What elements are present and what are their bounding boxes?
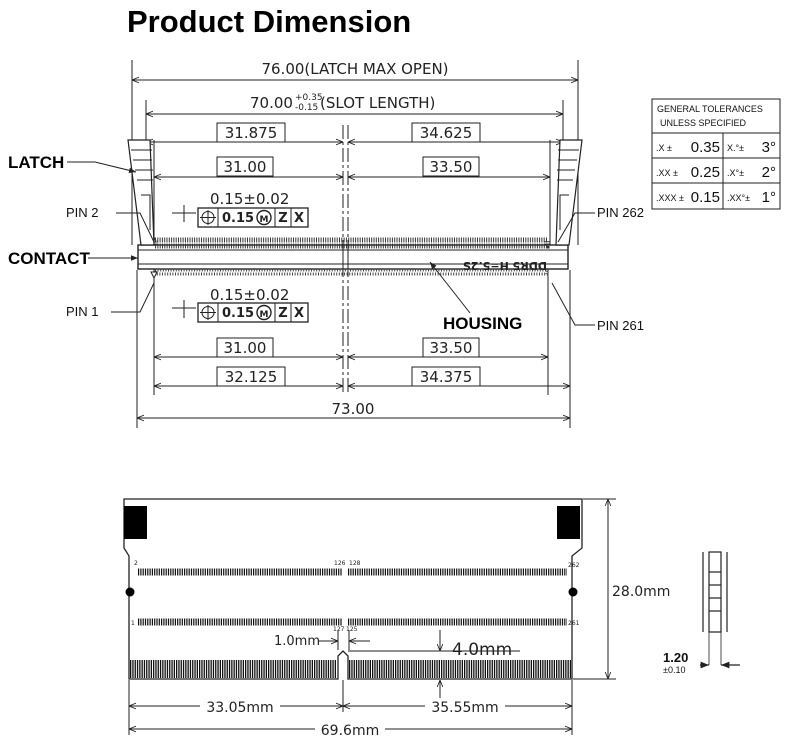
dim-upper-left-inner: 31.00 <box>224 158 267 176</box>
fcf-datum-z-lower: Z <box>278 306 287 321</box>
position-tol-lower: 0.15±0.02 <box>210 286 289 304</box>
label-housing: HOUSING <box>443 314 522 333</box>
tolerance-header-line1: GENERAL TOLERANCES <box>657 104 763 114</box>
housing-marking: DDR5 H=5.2S <box>463 259 547 272</box>
contact-thickness-tol: ±0.10 <box>663 665 685 675</box>
fcf-modifier-lower: M <box>260 310 269 320</box>
dim-overall-length: 73.00 <box>332 400 375 418</box>
tolerance-row3-key1: .XXX ± <box>656 193 684 203</box>
module-pin-262-label: 262 <box>568 562 580 569</box>
module-mounting-tab-right <box>557 506 580 539</box>
module-pin-261-label: 261 <box>568 620 580 627</box>
connector-top-view <box>67 60 595 428</box>
dim-upper-right-outer: 34.625 <box>420 124 473 142</box>
module-pin-127-label: 127 <box>333 626 345 633</box>
dim-lower-left-outer: 32.125 <box>225 368 278 386</box>
dim-slot-length-label: (SLOT LENGTH) <box>320 94 435 112</box>
module-left-dim-bg <box>200 698 280 714</box>
tolerance-row3-key2: .XX°± <box>727 193 750 203</box>
tolerance-row1-val1: 0.35 <box>691 139 720 156</box>
fcf-datum-z-upper: Z <box>278 211 287 226</box>
tolerance-row3-val1: 0.15 <box>691 189 720 206</box>
module-right-dim-bg <box>425 698 505 714</box>
dim-latch-max-open: 76.00(LATCH MAX OPEN) <box>261 60 448 78</box>
dim-lower-right-outer: 34.375 <box>420 368 473 386</box>
module-notch-width: 1.0mm <box>274 634 320 649</box>
module-pin-128-label: 128 <box>349 560 361 567</box>
tolerance-row2-val2: 2° <box>762 164 776 181</box>
dim-upper-right-inner: 33.50 <box>430 158 473 176</box>
label-pin-2: PIN 2 <box>66 205 99 220</box>
dim-upper-left-outer: 31.875 <box>225 124 278 142</box>
module-total-dim-bg <box>315 721 385 737</box>
module-pin-126-label: 126 <box>334 560 346 567</box>
fcf-value-upper: 0.15 <box>222 211 254 226</box>
label-pin-261: PIN 261 <box>597 318 644 333</box>
fcf-datum-x-lower: X <box>294 306 304 321</box>
module-total-width: 69.6mm <box>321 723 379 739</box>
module-height: 28.0mm <box>612 584 670 600</box>
position-tol-upper: 0.15±0.02 <box>210 190 289 208</box>
module-pin-1-label: 1 <box>131 620 135 627</box>
tolerance-table <box>651 98 781 210</box>
label-pin-1: PIN 1 <box>66 304 99 319</box>
label-latch: LATCH <box>8 153 64 172</box>
tolerance-row1-val2: 3° <box>762 139 776 156</box>
tolerance-header-line2: UNLESS SPECIFIED <box>660 118 747 128</box>
module-left-section: 33.05mm <box>206 700 273 716</box>
module-right-section: 35.55mm <box>431 700 498 716</box>
module-mounting-tab-left <box>124 506 147 539</box>
module-pin-2-label: 2 <box>134 560 138 567</box>
dim-slot-length-nominal: 70.00 <box>250 94 293 112</box>
dim-slot-length-tol-lower: -0.15 <box>295 103 318 113</box>
module-pin-125-label: 125 <box>346 626 358 633</box>
dim-lower-right-inner: 33.50 <box>430 339 473 357</box>
fcf-value-lower: 0.15 <box>222 306 254 321</box>
dim-lower-left-inner: 31.00 <box>224 339 267 357</box>
tolerance-row2-key2: .X°± <box>727 168 744 178</box>
tolerance-row2-key1: .XX ± <box>656 168 678 178</box>
module-hole-right <box>568 587 578 597</box>
module-outline <box>123 498 583 680</box>
tolerance-row2-val1: 0.25 <box>691 164 720 181</box>
page-title: Product Dimension <box>127 4 412 39</box>
fcf-modifier-upper: M <box>260 215 269 225</box>
module-notch-offset: 4.0mm <box>452 640 512 660</box>
contact-detail <box>700 551 740 669</box>
module-hole-left <box>125 587 135 597</box>
label-pin-262: PIN 262 <box>597 205 644 220</box>
tolerance-row3-val2: 1° <box>762 189 776 206</box>
tolerance-row1-key1: .X ± <box>656 143 672 153</box>
tolerance-row1-key2: X.°± <box>727 143 744 153</box>
label-contact: CONTACT <box>8 249 90 268</box>
dim-slot-length-tol-upper: +0.35 <box>295 93 323 103</box>
module-pin-rows <box>130 568 571 678</box>
contact-thickness: 1.20 <box>663 650 688 665</box>
fcf-datum-x-upper: X <box>294 211 304 226</box>
